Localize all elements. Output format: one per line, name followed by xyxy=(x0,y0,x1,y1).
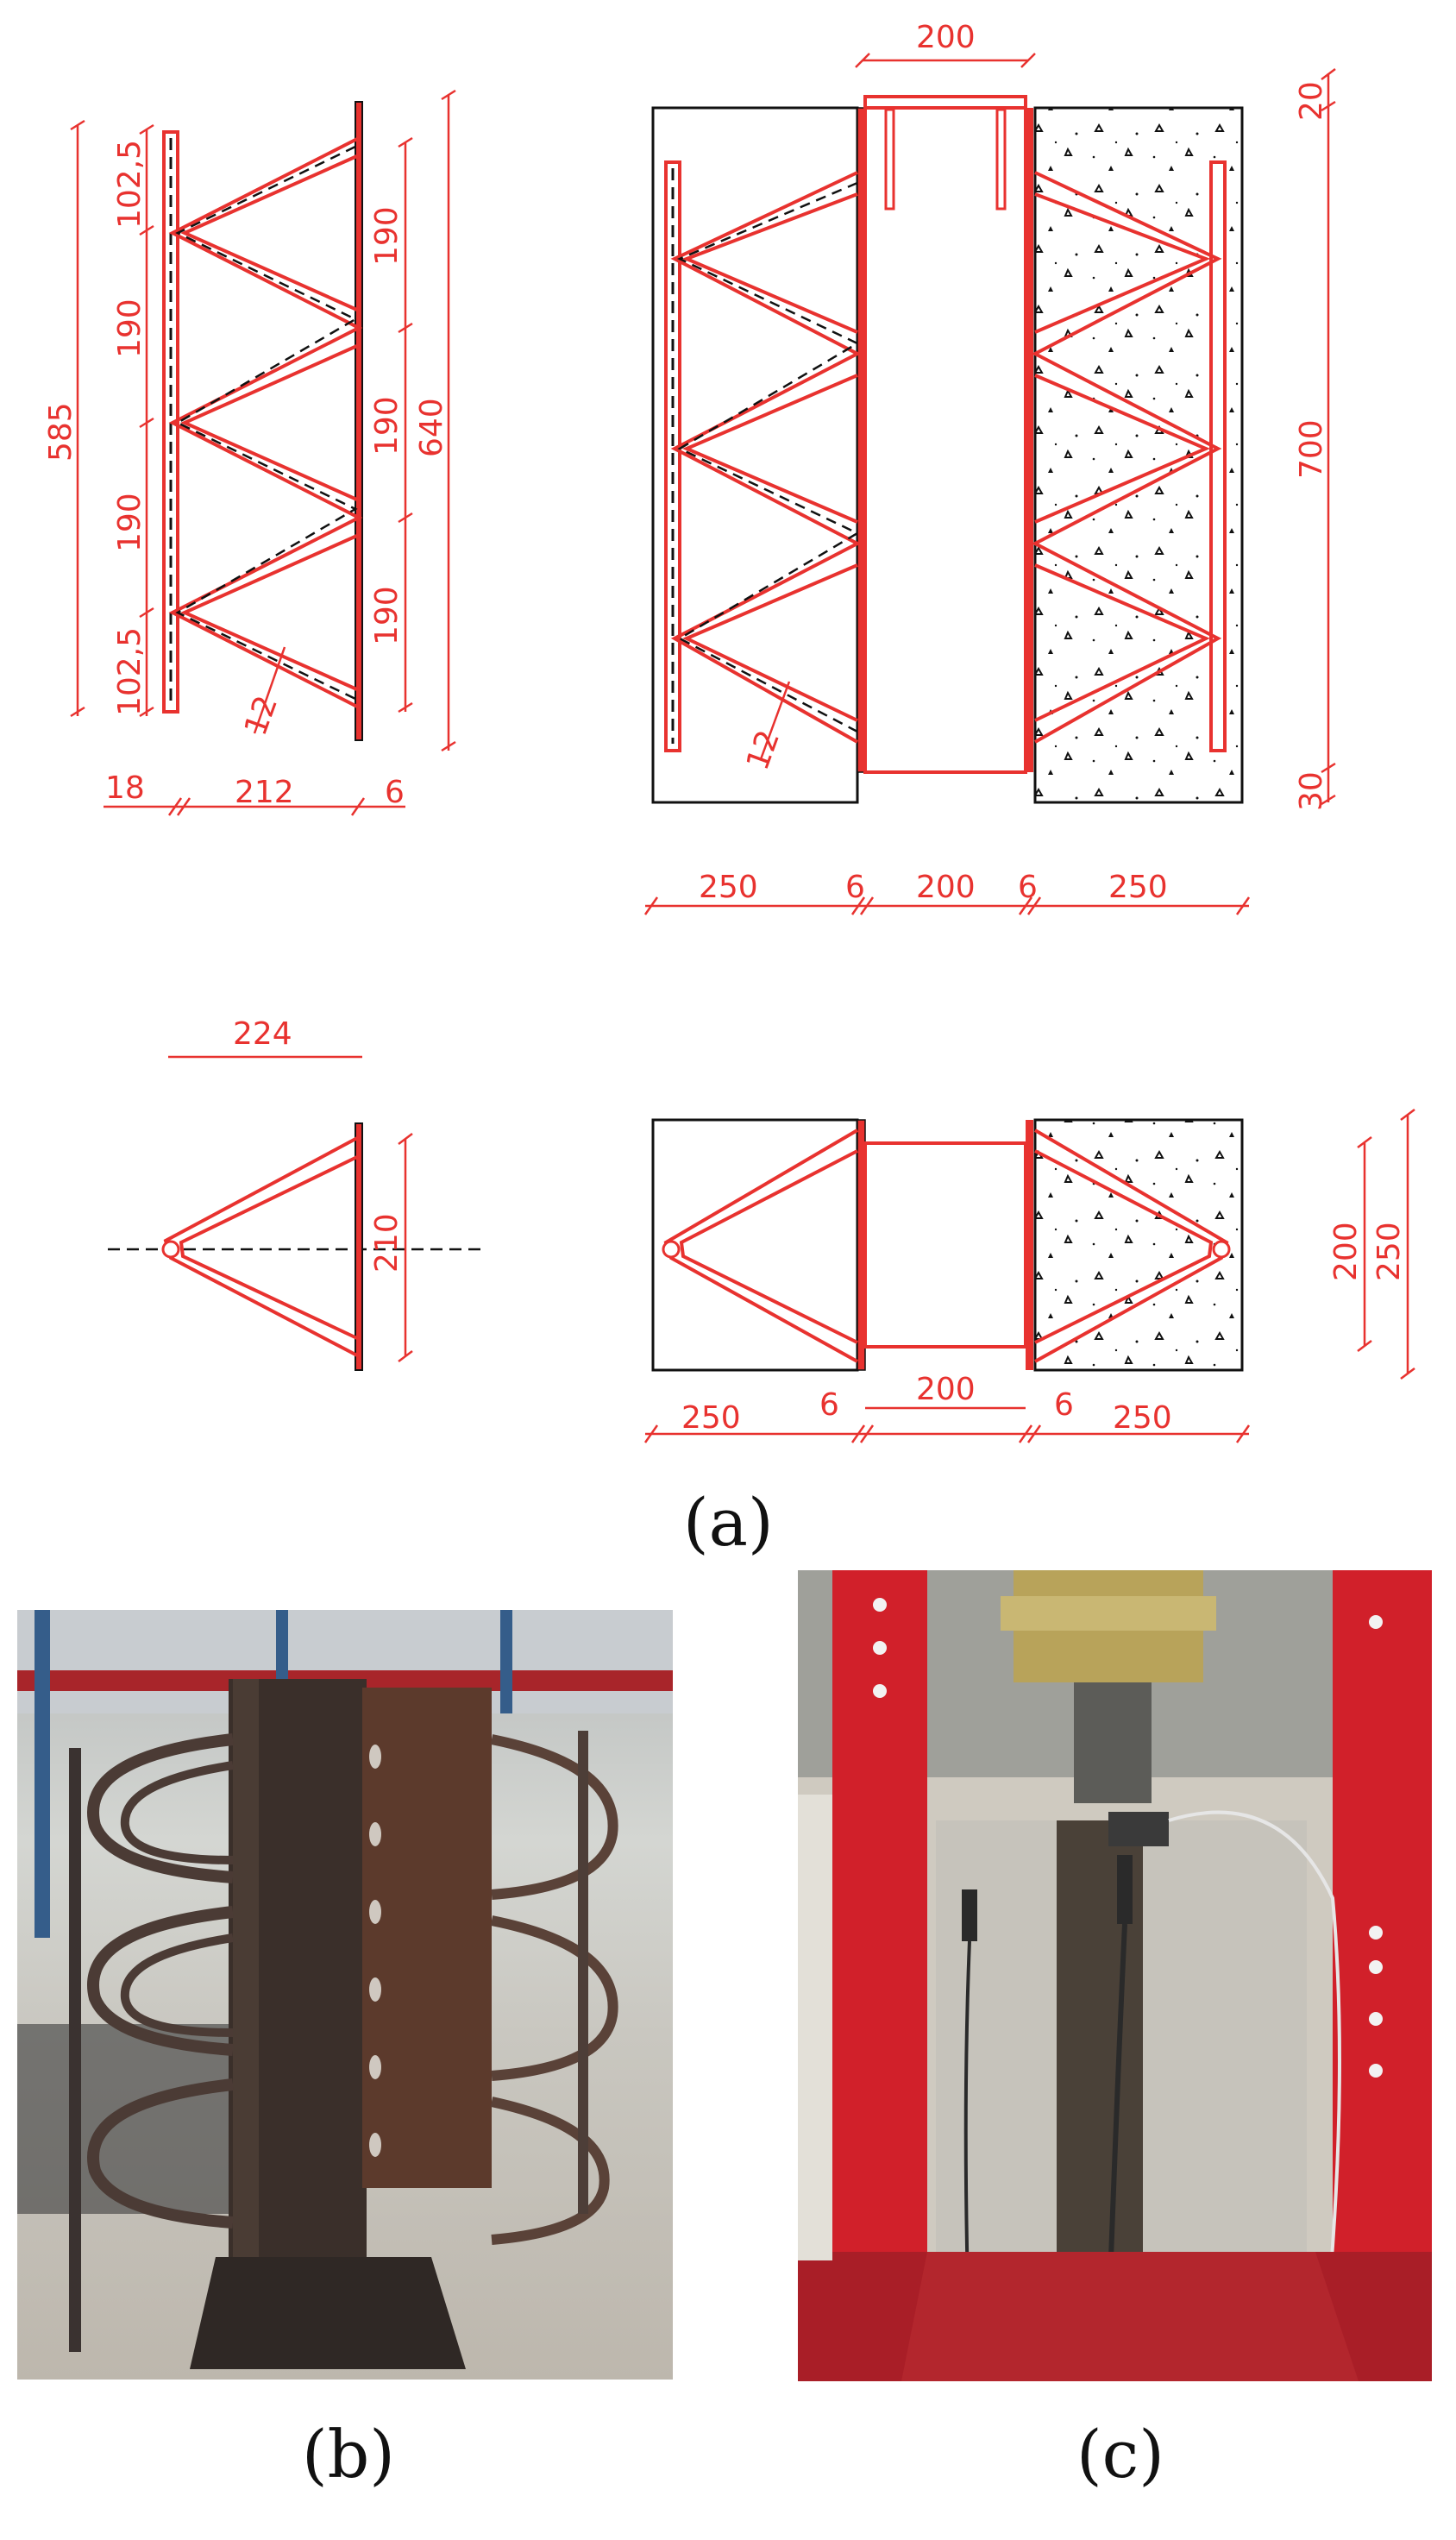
right-zigzag-inner xyxy=(1034,192,1211,334)
dim-6-mid-left: 6 xyxy=(845,870,865,905)
dim-190-right-1: 190 xyxy=(369,206,405,266)
dim-585: 585 xyxy=(43,402,78,462)
left-chord-bar-specimen xyxy=(664,160,681,752)
plan-right-block xyxy=(1033,1118,1244,1372)
dim-224: 224 xyxy=(233,1016,292,1052)
panel-label-b: (b) xyxy=(302,2416,395,2493)
zigzag-rebar-inner-3 xyxy=(180,533,360,692)
dim-12-left: 12 xyxy=(238,691,285,740)
photo-c-test-setup xyxy=(798,1570,1432,2381)
dim-250-right: 250 xyxy=(1108,870,1168,905)
plan-left-rebar-inner xyxy=(679,1149,858,1344)
zigzag-rebar-inner-2 xyxy=(180,343,360,502)
truss-plan-dimension-lines xyxy=(168,1055,413,1362)
right-zigzag-inner-2 xyxy=(1034,374,1211,524)
left-zigzag xyxy=(670,171,862,744)
dim-190-right-3: 190 xyxy=(369,586,405,645)
left-zigzag-inner xyxy=(681,192,858,334)
plan-bar-section xyxy=(161,1240,180,1259)
dim-700: 700 xyxy=(1294,419,1329,479)
dim-210: 210 xyxy=(369,1213,405,1273)
zigzag-rebar-outer xyxy=(168,136,363,709)
dim-250-left: 250 xyxy=(699,870,758,905)
dim-250-plan-left: 250 xyxy=(681,1400,741,1436)
dim-190-right-2: 190 xyxy=(369,396,405,456)
left-zigzag-centerline xyxy=(676,181,860,733)
specimen-plan-dimension-lines xyxy=(643,1109,1415,1443)
steel-column xyxy=(863,95,1027,774)
zigzag-rebar-inner xyxy=(180,154,360,312)
plan-right-bar-section xyxy=(1212,1240,1231,1259)
plan-plate xyxy=(355,1122,363,1371)
dim-200-plan: 200 xyxy=(916,1372,976,1407)
stiffener-left xyxy=(884,108,895,211)
photo-b-steel-connector xyxy=(17,1610,673,2380)
plan-left-bar-section xyxy=(662,1240,681,1259)
stiffener-right xyxy=(995,108,1007,211)
dim-20: 20 xyxy=(1294,81,1329,121)
elevation-dimension-text: 585 102,5 190 190 102,5 190 190 190 640 … xyxy=(43,140,449,810)
dim-640: 640 xyxy=(414,398,449,457)
specimen-elevation xyxy=(651,95,1244,804)
elevation-truss xyxy=(162,101,363,741)
dim-212: 212 xyxy=(235,775,294,810)
right-zigzag-inner-3 xyxy=(1034,563,1210,722)
panel-label-c: (c) xyxy=(1076,2416,1164,2493)
dim-6-mid-right: 6 xyxy=(1018,870,1038,905)
plan-right-rebar-inner xyxy=(1034,1149,1214,1344)
left-zigzag-inner-2 xyxy=(681,374,858,524)
plan-left-block xyxy=(651,1118,859,1372)
dim-102-5-bottom: 102,5 xyxy=(112,627,147,716)
truss-plan-dimension-text: 224 210 xyxy=(233,1016,405,1273)
dim-250-plan-right: 250 xyxy=(1113,1400,1172,1436)
plan-column xyxy=(863,1141,1027,1349)
specimen-plan-dimension-text: 200 250 250 6 200 6 250 xyxy=(681,1222,1407,1436)
dim-6-plan-right: 6 xyxy=(1054,1387,1074,1423)
right-zigzag xyxy=(1031,171,1222,744)
right-chord-bar-specimen xyxy=(1209,160,1227,752)
panel-label-a: (a) xyxy=(683,1484,774,1561)
dim-102-5-top: 102,5 xyxy=(112,140,147,229)
dim-190-left-1: 190 xyxy=(112,299,147,358)
zigzag-centerline xyxy=(175,145,358,701)
dim-200-side: 200 xyxy=(1328,1222,1364,1281)
dim-18: 18 xyxy=(105,770,145,806)
dim-200-top: 200 xyxy=(916,20,976,55)
dim-30: 30 xyxy=(1294,771,1329,811)
plate-edge xyxy=(355,101,363,741)
left-zigzag-inner-3 xyxy=(682,563,858,722)
technical-drawing: 585 102,5 190 190 102,5 190 190 190 640 … xyxy=(43,20,1415,1443)
specimen-dimension-lines xyxy=(643,53,1336,915)
truss-plan xyxy=(108,1122,483,1371)
elevation-dimension-lines xyxy=(70,89,456,816)
specimen-plan xyxy=(651,1118,1244,1372)
plan-rebar-inner xyxy=(179,1154,360,1341)
steel-plate-right xyxy=(1026,108,1033,772)
dim-190-left-2: 190 xyxy=(112,493,147,552)
dim-6-left: 6 xyxy=(385,775,405,810)
plan-plate-right xyxy=(1026,1120,1033,1370)
dim-250-side: 250 xyxy=(1371,1222,1407,1281)
dim-6-plan-left: 6 xyxy=(819,1387,839,1423)
dim-200-mid: 200 xyxy=(916,870,976,905)
specimen-dimension-text: 200 20 700 30 12 250 6 200 6 250 xyxy=(699,20,1329,905)
